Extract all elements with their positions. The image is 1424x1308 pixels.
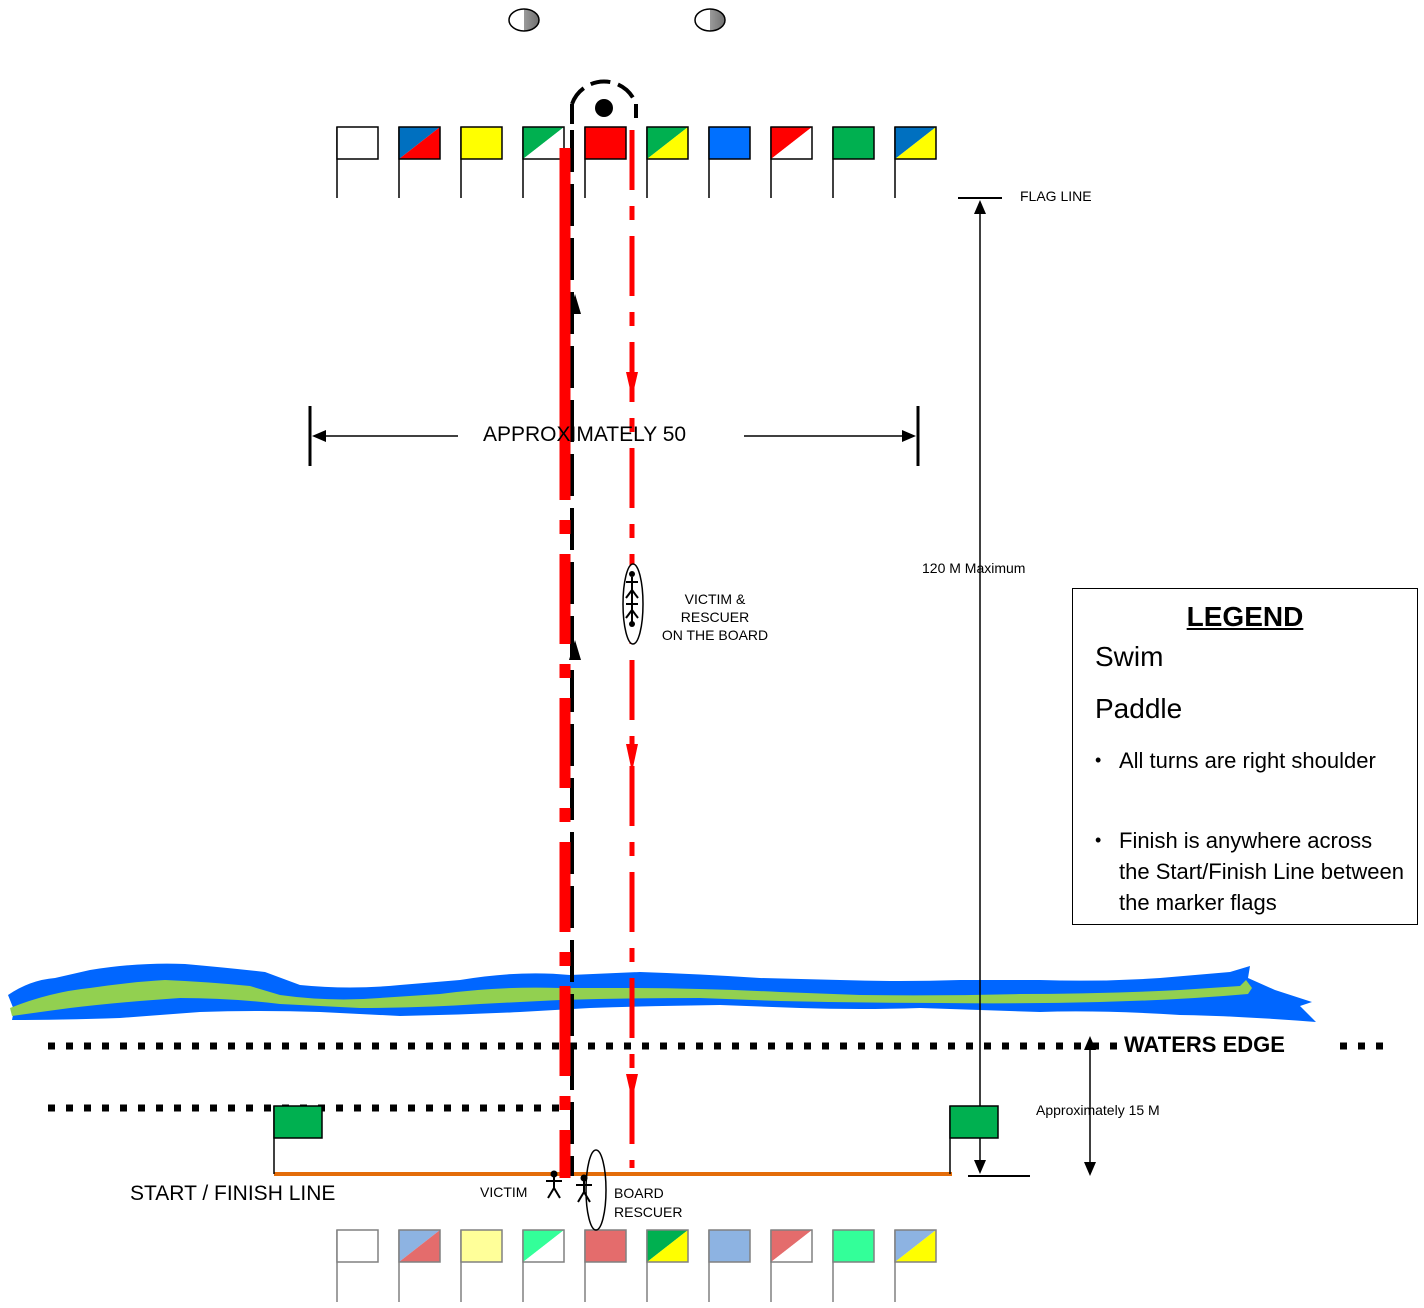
bottom-flag-7 (708, 1229, 751, 1302)
bottom-flag-2 (398, 1229, 441, 1302)
top-flag-4 (522, 126, 565, 198)
top-flag-7 (708, 126, 751, 198)
paddle-arrow-3 (626, 1074, 638, 1100)
legend-note-finish-text: Finish is anywhere across the Start/Fini… (1119, 828, 1404, 915)
dim50-arrow-right (902, 430, 916, 442)
bullet-icon: • (1095, 830, 1102, 850)
victim-rescuer-line-3: ON THE BOARD (661, 627, 769, 643)
dim50-arrow-left (312, 430, 326, 442)
approx-15-label: Approximately 15 M (1036, 1102, 1160, 1118)
bottom-flag-5 (584, 1229, 627, 1302)
waters-edge-label: WATERS EDGE (1124, 1032, 1285, 1057)
victim-rescuer-label: VICTIM & RESCUER ON THE BOARD (650, 590, 780, 644)
bottom-flag-3 (460, 1229, 503, 1302)
top-flag-1 (336, 126, 379, 198)
board-rescuer-line-1: BOARD (614, 1185, 664, 1201)
turn-arc (570, 79, 638, 105)
bottom-flag-4 (522, 1229, 565, 1302)
dimension-120m-arrow-up (974, 200, 986, 214)
bullet-icon: • (1095, 750, 1102, 770)
bottom-faded-flags (336, 1229, 937, 1302)
flag-line-flags (336, 126, 937, 198)
marker-flag-right (949, 1105, 999, 1174)
flag-line-label: FLAG LINE (1020, 188, 1092, 204)
dimension-120m-arrow-down (974, 1160, 986, 1174)
buoy-left (508, 8, 540, 32)
board-rescuer-label: BOARD RESCUER (614, 1184, 682, 1222)
start-finish-label: START / FINISH LINE (130, 1182, 336, 1205)
approx-50-label: APPROXIMATELY 50 (483, 423, 687, 446)
bottom-flag-9 (832, 1229, 875, 1302)
bottom-flag-6 (646, 1229, 689, 1302)
legend-swim-label: Swim (1095, 641, 1164, 672)
top-flag-8 (770, 126, 813, 198)
top-flag-5 (584, 126, 627, 198)
board-rescuer-line-2: RESCUER (614, 1204, 683, 1220)
turn-buoy-dot (595, 99, 613, 117)
marker-flag-left (273, 1105, 323, 1174)
top-flag-9 (832, 126, 875, 198)
victim-label: VICTIM (480, 1184, 528, 1200)
legend-note-finish: • Finish is anywhere across the Start/Fi… (1095, 825, 1405, 918)
paddle-arrow-2 (626, 744, 638, 772)
bottom-flag-10 (894, 1229, 937, 1302)
victim-rescuer-line-1: VICTIM & (684, 591, 746, 607)
board-rescuer-figure (576, 1149, 607, 1231)
legend-title: LEGEND (1186, 601, 1304, 632)
swim-arrow-1 (569, 294, 581, 314)
top-flag-3 (460, 126, 503, 198)
legend-paddle-label: Paddle (1095, 693, 1183, 724)
bottom-flag-1 (336, 1229, 379, 1302)
board-with-victim-and-rescuer (622, 563, 644, 645)
top-flag-6 (646, 126, 689, 198)
legend-note-turns-text: All turns are right shoulder (1119, 748, 1376, 773)
max-120-label: 120 M Maximum (922, 560, 1026, 576)
legend-note-turns: • All turns are right shoulder (1095, 745, 1405, 776)
victim-figure (546, 1170, 562, 1199)
top-flag-2 (398, 126, 441, 198)
legend-box: LEGEND Swim Paddle • All turns are right… (1072, 588, 1418, 925)
swim-arrow-2 (569, 640, 581, 660)
buoy-right (694, 8, 726, 32)
bottom-flag-8 (770, 1229, 813, 1302)
dim15-arrow-down (1084, 1162, 1096, 1176)
victim-rescuer-line-2: RESCUER (680, 609, 750, 625)
dim15-arrow-up (1084, 1036, 1096, 1050)
paddle-arrow-1 (626, 372, 638, 398)
top-flag-10 (894, 126, 937, 198)
